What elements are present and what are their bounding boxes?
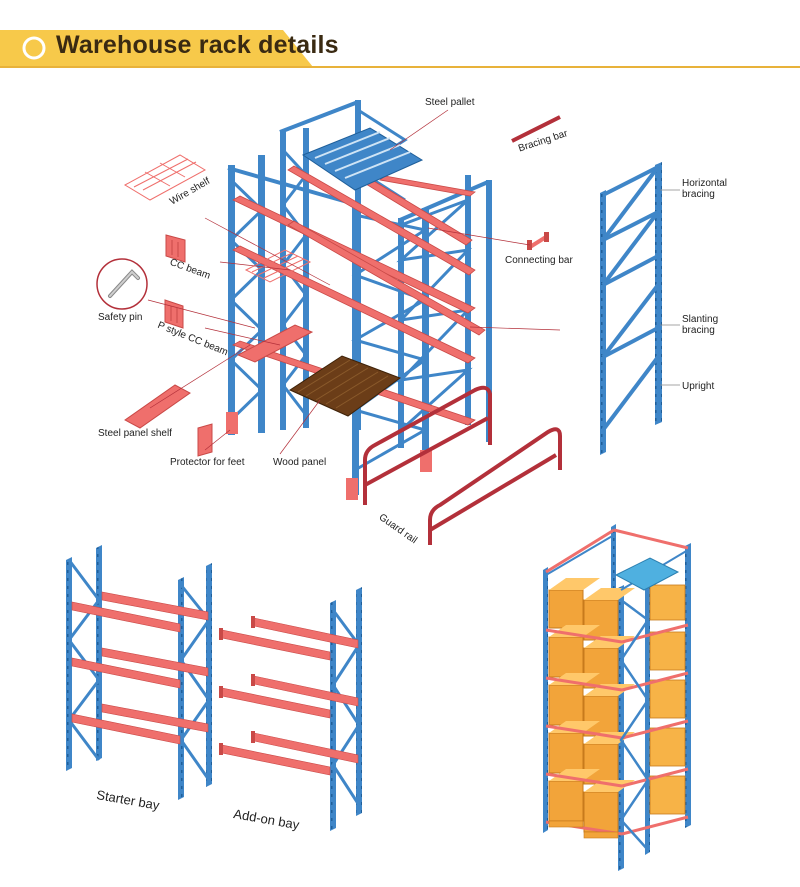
steel-panel-shelf-part <box>124 384 191 429</box>
header-circle-icon <box>22 36 46 60</box>
p-style-cc-beam-part <box>164 299 184 329</box>
starter-bay <box>66 545 212 800</box>
bracing-bar <box>511 115 561 143</box>
loaded-rack <box>543 524 691 871</box>
label-safety-pin: Safety pin <box>98 312 143 323</box>
main-rack <box>226 100 562 545</box>
label-steel-pallet: Steel pallet <box>425 97 475 108</box>
wood-panel <box>288 355 402 417</box>
guard-rail <box>363 385 562 545</box>
label-steel-panel-shelf: Steel panel shelf <box>98 428 172 439</box>
protector-part <box>197 423 213 457</box>
label-slanting-bracing: Slanting bracing <box>682 314 719 336</box>
exploded-parts <box>96 154 213 457</box>
connecting-bar <box>527 232 549 250</box>
cc-beam-part <box>165 234 186 263</box>
page-title: Warehouse rack details <box>56 31 339 59</box>
label-horizontal-bracing: Horizontal bracing <box>682 178 728 200</box>
label-wood-panel: Wood panel <box>273 457 327 468</box>
safety-pin-callout <box>96 258 148 310</box>
label-upright: Upright <box>682 381 715 392</box>
wire-shelf-part <box>123 154 207 201</box>
leader-lines <box>147 109 561 455</box>
header-band <box>0 30 800 68</box>
steel-pallet <box>301 127 424 191</box>
upright-frame <box>600 162 680 455</box>
label-connecting-bar: Connecting bar <box>505 255 573 266</box>
add-on-bay <box>219 587 362 831</box>
rack-wire-shelf <box>244 249 312 283</box>
label-protector-for-feet: Protector for feet <box>170 457 245 468</box>
